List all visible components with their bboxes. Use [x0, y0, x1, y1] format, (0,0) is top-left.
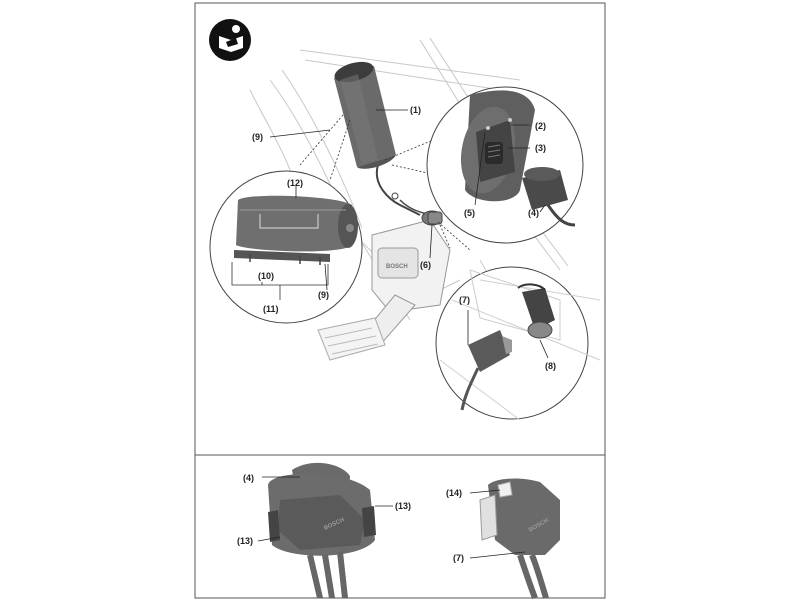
label-5: (5): [464, 208, 475, 218]
plug-7-large: BOSCH: [479, 478, 560, 600]
label-9-bottom: (9): [318, 290, 329, 300]
label-7: (7): [459, 295, 470, 305]
detail-circle-underside: [209, 170, 363, 324]
label-2: (2): [535, 121, 546, 131]
label-14: (14): [446, 488, 462, 498]
cable-clip: [391, 192, 399, 200]
smart-system-unit: [334, 61, 396, 169]
label-3: (3): [535, 143, 546, 153]
label-leaders: [257, 109, 549, 559]
label-6: (6): [420, 260, 431, 270]
drive-unit: BOSCH: [371, 219, 451, 313]
label-10: (10): [258, 271, 274, 281]
bottom-panel-frame: [194, 454, 606, 599]
label-8: (8): [545, 361, 556, 371]
label-9-top: (9): [252, 132, 263, 142]
label-12: (12): [287, 178, 303, 188]
label-1: (1): [410, 105, 421, 115]
label-13-right: (13): [395, 501, 411, 511]
detail-circle-chainstay-connector: [435, 266, 601, 421]
label-11: (11): [263, 304, 279, 314]
label-7-bottom: (7): [453, 553, 464, 563]
frame-connector: [421, 210, 443, 226]
plug-detail: [522, 167, 576, 227]
detail-circle-port: [426, 86, 584, 244]
label-13-left: (13): [237, 536, 253, 546]
label-4: (4): [528, 208, 539, 218]
crank-pedal: [317, 294, 416, 361]
svg-text:BOSCH: BOSCH: [386, 264, 408, 270]
read-manual-icon: [209, 19, 251, 61]
label-4-bottom: (4): [243, 473, 254, 483]
cable: [375, 164, 421, 216]
plug-4-large: BOSCH: [268, 462, 376, 599]
